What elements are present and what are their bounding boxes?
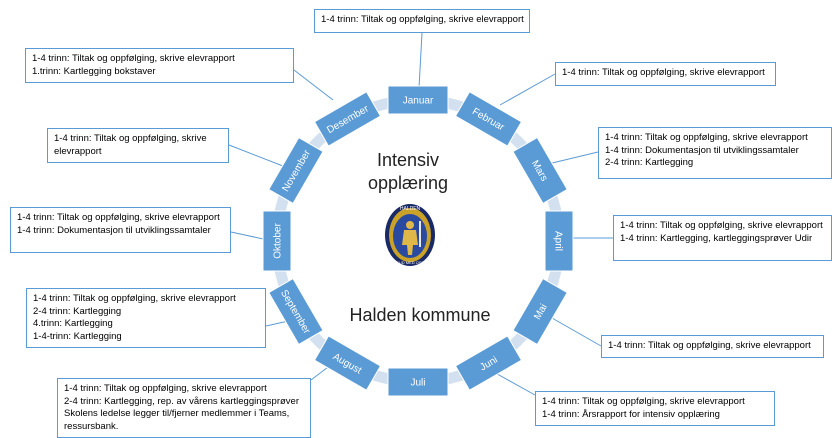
note-line: 1-4 trinn: Tiltak og oppfølging, skrive … xyxy=(605,132,808,143)
month-label: Januar xyxy=(403,96,434,107)
note-line: 1-4 trinn: Tiltak og oppfølging, skrive … xyxy=(17,212,220,223)
month-box xyxy=(313,335,382,391)
note-line: 1-4 trinn: Tiltak og oppfølging, skrive … xyxy=(542,396,745,407)
month-september: September xyxy=(268,277,324,346)
month-box xyxy=(454,335,523,391)
month-box xyxy=(454,91,523,147)
note-line: 1-4 trinn: Årsrapport for intensiv opplæ… xyxy=(542,408,720,420)
crest-figure-body xyxy=(402,230,418,255)
crest-text-top: HALDEN xyxy=(400,206,421,212)
note-mars: 1-4 trinn: Tiltak og oppfølging, skrive … xyxy=(598,127,832,179)
month-desember: Desember xyxy=(313,91,382,147)
note-line: ressursbank. xyxy=(64,420,119,432)
connector-desember xyxy=(293,69,334,101)
month-box xyxy=(387,367,449,397)
month-april: April xyxy=(544,210,574,272)
note-line: 2-4 trinn: Kartlegging xyxy=(605,157,694,168)
halden-coat-of-arms: HALDEN GUD MED OSS xyxy=(385,204,435,266)
note-line: 1-4 trinn: Tiltak og oppfølging, skrive … xyxy=(608,340,811,351)
connector-mai xyxy=(551,317,602,347)
month-februar: Februar xyxy=(454,91,523,147)
connector-oktober xyxy=(230,231,269,241)
month-box xyxy=(387,85,449,115)
note-november: 1-4 trinn: Tiltak og oppfølging, skrive … xyxy=(47,128,229,163)
note-oktober: 1-4 trinn: Tiltak og oppfølging, skrive … xyxy=(10,207,231,253)
note-desember: 1-4 trinn: Tiltak og oppfølging, skrive … xyxy=(25,48,294,83)
month-box xyxy=(313,91,382,147)
note-line: 1-4 trinn: Tiltak og oppfølging, skrive … xyxy=(33,293,236,304)
month-november: November xyxy=(268,136,324,205)
note-februar: 1-4 trinn: Tiltak og oppfølging, skrive … xyxy=(555,62,776,86)
note-line: 1-4-trinn: Kartlegging xyxy=(33,330,122,342)
title-line-1: Intensiv xyxy=(376,150,440,170)
note-line: 4.trinn: Kartlegging xyxy=(33,318,113,329)
crest-text-bottom: GUD MED OSS xyxy=(396,260,425,265)
note-line: 2-4 trinn: Kartlegging xyxy=(33,305,122,317)
connector-januar xyxy=(418,32,423,89)
month-box xyxy=(544,210,574,272)
note-juni: 1-4 trinn: Tiltak og oppfølging, skrive … xyxy=(535,391,775,426)
note-line: 1-4 trinn: Tiltak og oppfølging, skrive … xyxy=(54,133,207,157)
month-mars: Mars xyxy=(512,136,568,205)
note-august: 1-4 trinn: Tiltak og oppfølging, skrive … xyxy=(57,378,311,438)
month-box xyxy=(512,277,568,346)
month-box xyxy=(268,277,324,346)
connector-februar xyxy=(499,73,556,106)
month-august: August xyxy=(313,335,382,391)
note-line: 1-4 trinn: Tiltak og oppfølging, skrive … xyxy=(64,383,267,394)
month-mai: Mai xyxy=(512,277,568,346)
note-line: 1-4 trinn: Tiltak og oppfølging, skrive … xyxy=(321,14,524,25)
note-april: 1-4 trinn: Tiltak og oppfølging, skrive … xyxy=(613,215,832,261)
note-line: 1-4 trinn: Dokumentasjon til utviklingss… xyxy=(17,224,211,236)
note-september: 1-4 trinn: Tiltak og oppfølging, skrive … xyxy=(26,288,266,348)
month-label: Juli xyxy=(410,378,425,389)
month-label: April xyxy=(553,231,564,251)
month-label: Oktober xyxy=(273,223,284,259)
crest-figure-head xyxy=(406,221,414,229)
month-box xyxy=(262,210,292,272)
municipality-name: Halden kommune xyxy=(349,305,491,325)
note-line: Skolens ledelse legger til/fjerner medle… xyxy=(64,408,290,419)
note-line: 2-4 trinn: Kartlegging, rep. av vårens k… xyxy=(64,395,299,407)
crest-figure-sword xyxy=(419,221,421,247)
note-line: 1-4 trinn: Kartlegging, kartleggingsprøv… xyxy=(620,232,813,244)
month-juli: Juli xyxy=(387,367,449,397)
month-juni: Juni xyxy=(454,335,523,391)
note-line: 1-4 trinn: Tiltak og oppfølging, skrive … xyxy=(562,67,765,78)
note-line: 1-4 trinn: Dokumentasjon til utviklingss… xyxy=(605,144,799,156)
connector-lines xyxy=(228,32,613,396)
month-box xyxy=(268,136,324,205)
note-januar: 1-4 trinn: Tiltak og oppfølging, skrive … xyxy=(314,9,530,33)
month-januar: Januar xyxy=(387,85,449,115)
note-line: 1-4 trinn: Tiltak og oppfølging, skrive … xyxy=(620,220,823,231)
title-line-2: opplæring xyxy=(367,173,449,193)
note-line: 1.trinn: Kartlegging bokstaver xyxy=(32,65,156,77)
connector-november xyxy=(228,144,289,169)
month-box xyxy=(512,136,568,205)
note-line: 1-4 trinn: Tiltak og oppfølging, skrive … xyxy=(32,53,235,64)
note-mai: 1-4 trinn: Tiltak og oppfølging, skrive … xyxy=(601,335,824,358)
connector-mars xyxy=(547,151,599,165)
month-oktober: Oktober xyxy=(262,210,292,272)
